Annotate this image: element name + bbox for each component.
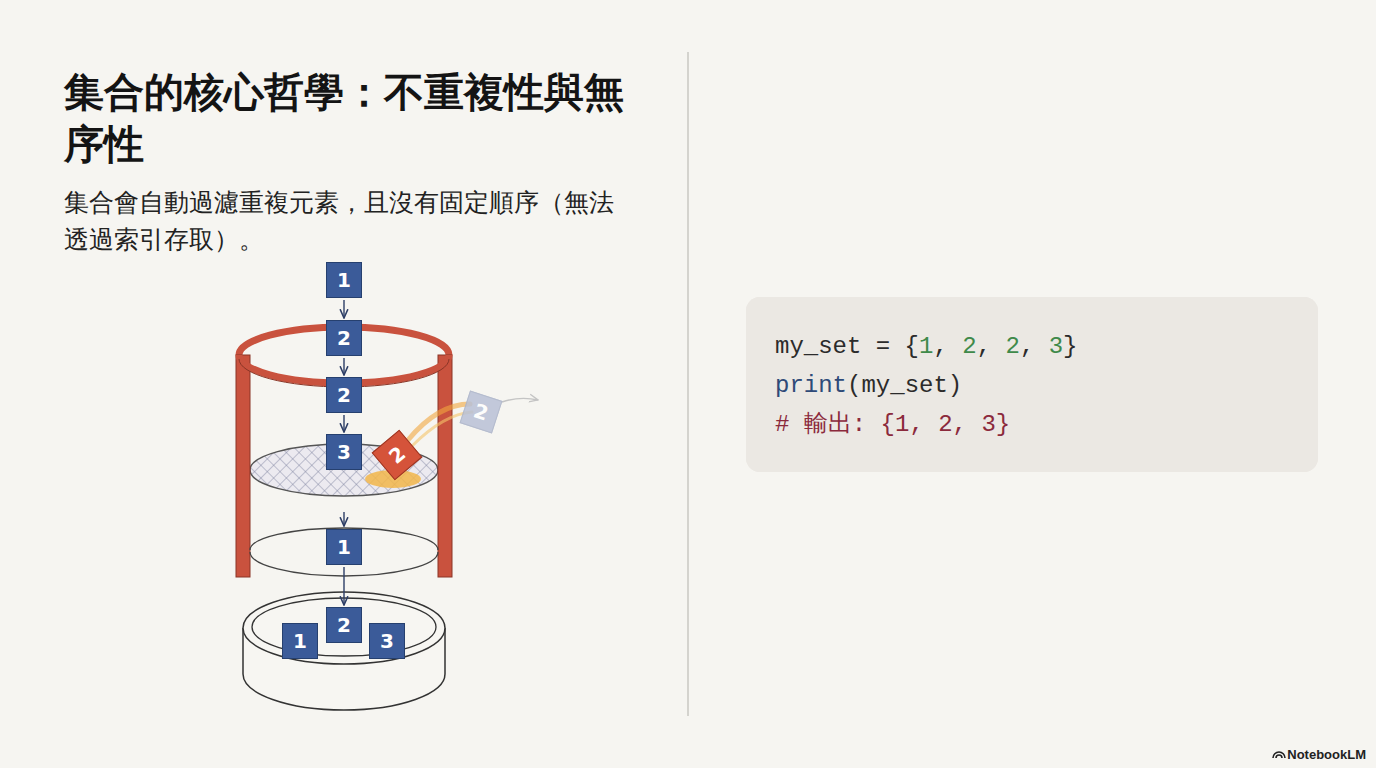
logo-icon [1273, 752, 1285, 758]
box-number: 1 [293, 629, 307, 653]
number-box: 1 [282, 623, 318, 659]
motion-arrow [502, 398, 538, 402]
code-panel [746, 297, 1318, 472]
box-number: 2 [337, 326, 351, 350]
flow-arrow [343, 358, 344, 375]
frame-post [438, 355, 452, 577]
watermark: NotebookLM [1287, 747, 1366, 762]
number-box: 2 [326, 607, 362, 643]
box-number: 2 [384, 441, 410, 468]
number-box: 3 [326, 434, 362, 470]
slide-title: 集合的核心哲學：不重複性與無序性 [64, 66, 644, 170]
box-number: 1 [337, 268, 351, 292]
flow-arrow [343, 300, 344, 318]
box-number: 3 [337, 440, 351, 464]
discarded-box: 2 [460, 391, 503, 434]
subtitle-text: 集合會自動過濾重複元素，且沒有固定順序（無法透過索引存取）。 [64, 184, 624, 258]
bowl-rim [243, 592, 445, 664]
flow-arrow [343, 415, 344, 432]
number-box: 3 [369, 623, 405, 659]
frame-post [236, 355, 250, 577]
code-line: # 輸出: {1, 2, 3} [775, 405, 1318, 444]
box-number: 3 [380, 629, 394, 653]
divider-line [687, 52, 689, 716]
number-box: 2 [326, 320, 362, 356]
flow-arrow [343, 567, 344, 605]
bowl-inner [252, 598, 436, 656]
box-number: 2 [337, 613, 351, 637]
rejected-box: 2 [372, 430, 423, 481]
number-box: 1 [326, 529, 362, 565]
number-box: 1 [326, 262, 362, 298]
box-number: 2 [471, 398, 492, 425]
box-number: 1 [337, 535, 351, 559]
code-block: my_set = {1, 2, 2, 3}print(my_set)# 輸出: … [746, 297, 1318, 472]
box-number: 2 [337, 383, 351, 407]
code-line: print(my_set) [775, 366, 1318, 405]
number-box: 2 [326, 377, 362, 413]
flow-arrow [343, 512, 344, 526]
code-line: my_set = {1, 2, 2, 3} [775, 327, 1318, 366]
